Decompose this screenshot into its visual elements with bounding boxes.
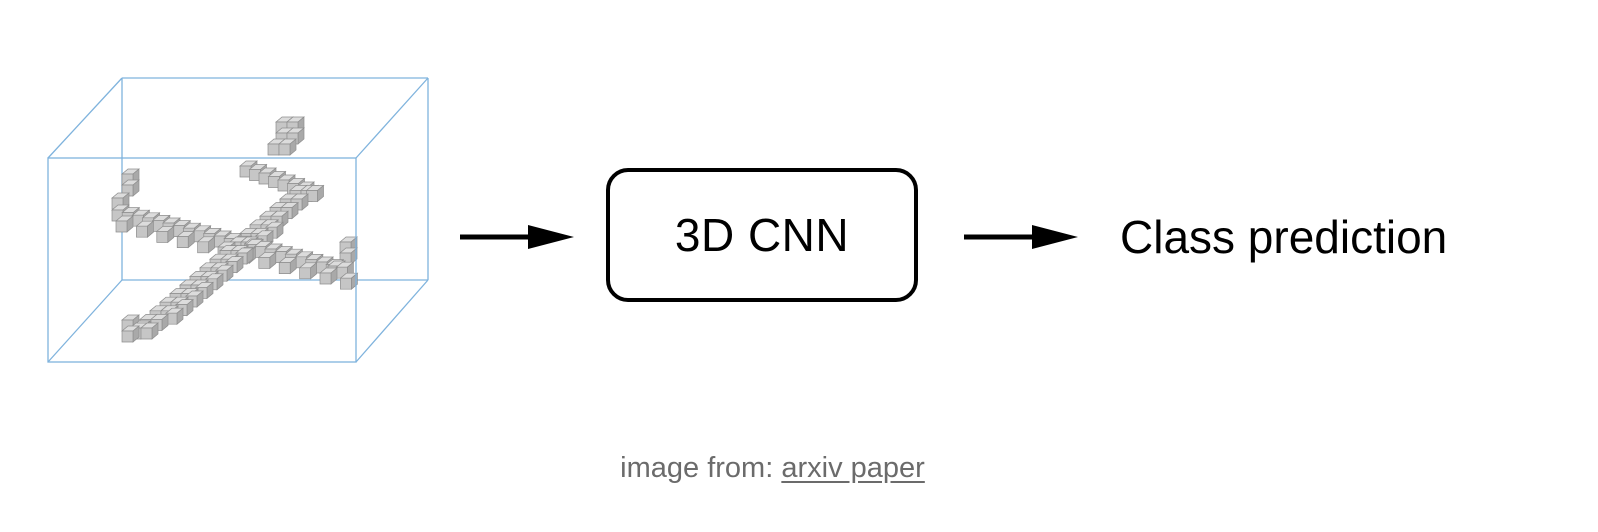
voxel-cube [278,256,298,275]
bounding-box-back-edges [47,77,428,363]
flow-arrow-2 [962,222,1080,252]
output-label: Class prediction [1120,211,1448,263]
voxel-cube [298,262,318,280]
voxel-cubes [111,116,359,343]
voxel-cube [176,230,196,249]
right-arrow-icon [964,225,1078,249]
arxiv-paper-link[interactable]: arxiv paper [781,452,925,484]
voxel-cube [121,325,140,343]
voxel-cube [319,267,338,285]
model-label: 3D CNN [674,209,850,261]
model-box: 3D CNN [606,168,918,302]
voxel-cube [278,138,297,156]
voxel-airplane-svg [47,77,429,363]
voxel-airplane-image [40,70,440,370]
voxel-cube [305,184,325,203]
voxel-cube [115,215,134,233]
right-arrow-icon [460,225,574,249]
voxel-cube [140,322,159,340]
voxel-cube [196,236,216,254]
voxel-cube [235,247,254,265]
image-caption: image from: arxiv paper [0,452,1545,485]
flow-arrow-1 [458,222,576,252]
voxel-cube [165,307,184,325]
caption-prefix: image from: [620,452,782,484]
bounding-box-front-edges [47,77,429,363]
pipeline-diagram: 3D CNN Class prediction [40,70,1448,370]
voxel-cube [135,220,155,238]
voxel-cube [155,225,175,244]
voxel-cube [257,251,277,270]
